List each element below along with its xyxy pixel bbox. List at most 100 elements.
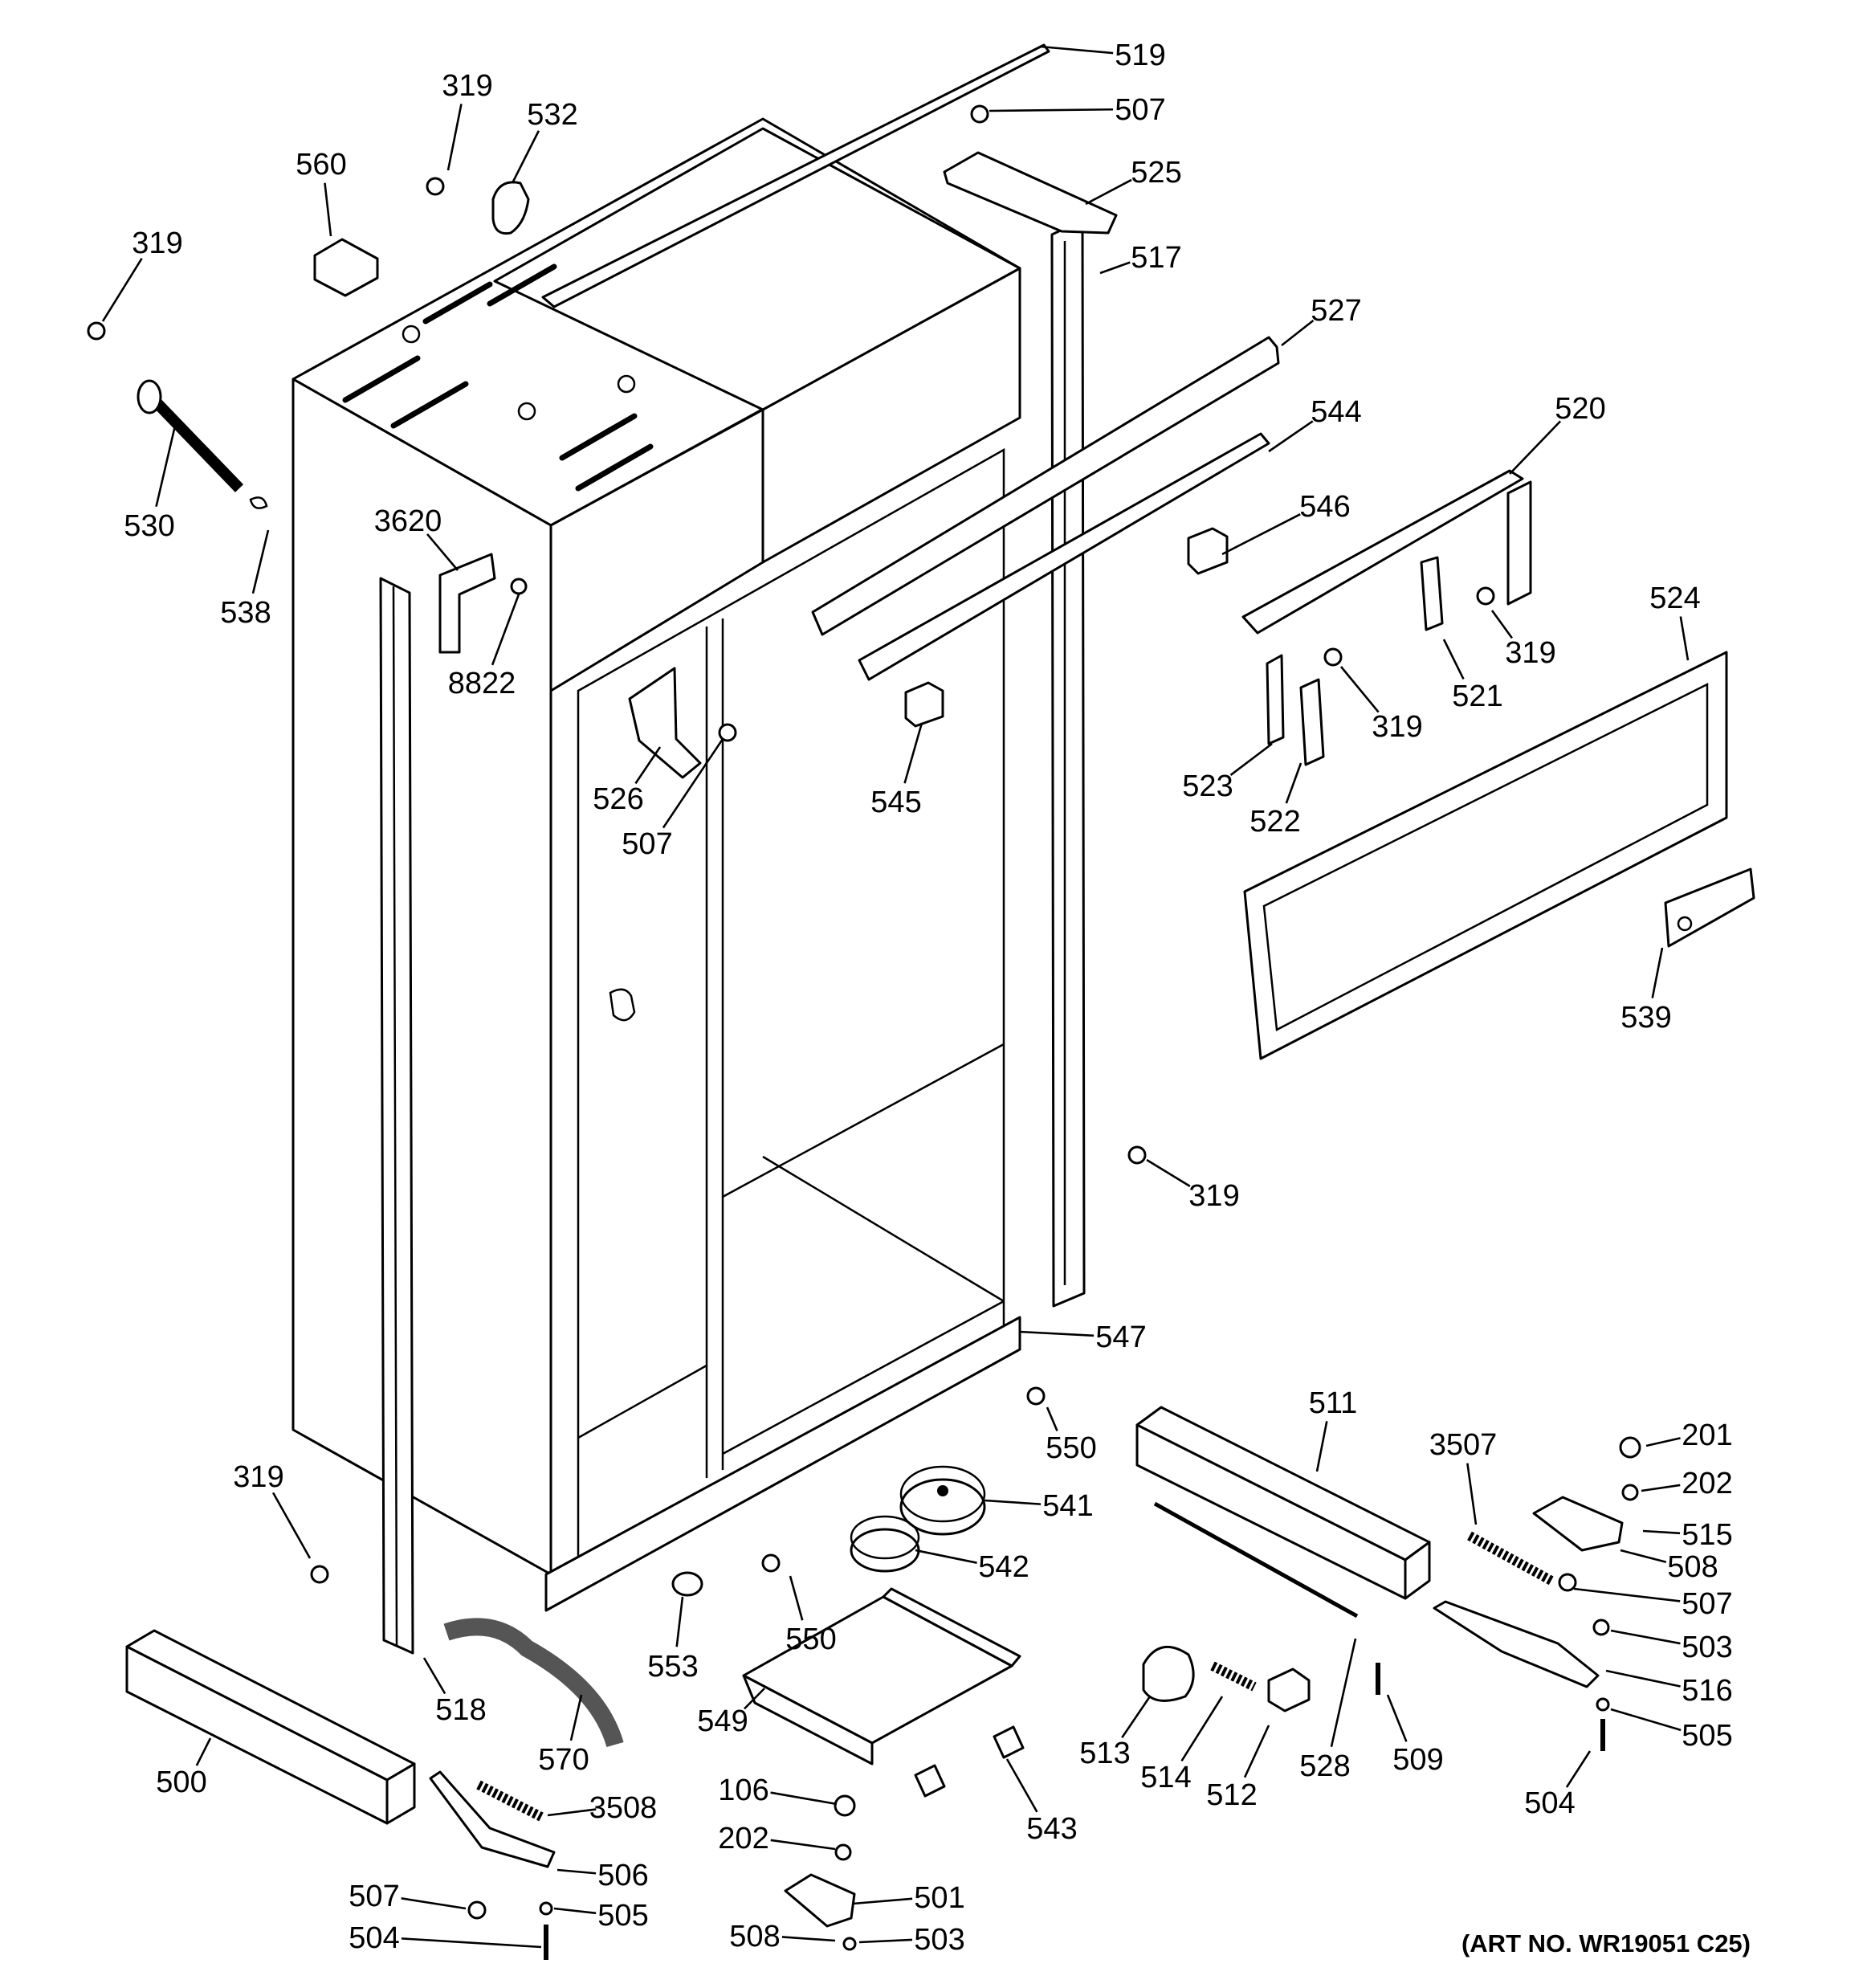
leader-line (1339, 666, 1380, 713)
callout-8822: 8822 (448, 594, 520, 700)
leader-line (852, 1897, 913, 1905)
leader-line (744, 1688, 765, 1710)
part-570-hose (443, 1618, 624, 1748)
callout-label: 202 (1682, 1467, 1732, 1500)
callout-512: 512 (1206, 1725, 1270, 1812)
pin-202-a (1621, 1484, 1639, 1501)
part-506-hinge-arm (429, 1770, 556, 1868)
callout-528: 528 (1299, 1638, 1357, 1783)
part-538-spring (249, 496, 268, 509)
callout-106: 106 (718, 1774, 838, 1807)
part-542-coil (850, 1515, 920, 1573)
leader-line (1229, 742, 1273, 776)
part-525-hinge (943, 151, 1118, 235)
callout-526: 526 (593, 746, 662, 816)
callout-560: 560 (296, 148, 347, 237)
callout-label: 523 (1182, 769, 1233, 803)
callout-label: 506 (597, 1859, 648, 1892)
callout-label: 319 (1188, 1179, 1239, 1213)
callout-506: 506 (556, 1859, 649, 1892)
leader-line (1490, 610, 1513, 639)
leader-line (1285, 762, 1302, 804)
callout-label: 547 (1095, 1321, 1146, 1354)
callout-527: 527 (1281, 294, 1362, 347)
callout-label: 508 (729, 1920, 780, 1953)
washer-106 (834, 1794, 856, 1817)
screw-507-a (970, 104, 989, 124)
callout-542: 542 (915, 1549, 1029, 1584)
callout-543: 543 (1005, 1758, 1078, 1846)
leader-line (422, 1657, 446, 1695)
leader-line (1386, 1694, 1408, 1742)
leader-line (1221, 513, 1301, 556)
leader-line (1651, 947, 1664, 998)
callout-523: 523 (1182, 742, 1273, 803)
part-518-strip (379, 577, 414, 1655)
callout-503: 503 (858, 1923, 965, 1957)
callout-525: 525 (1085, 156, 1182, 206)
leader-line (915, 1549, 977, 1564)
callout-507: 507 (622, 738, 724, 861)
callout-label: 3620 (374, 504, 442, 538)
callout-517: 517 (1099, 241, 1182, 275)
callout-545: 545 (870, 722, 923, 819)
callout-label: 319 (442, 69, 492, 103)
callout-label: 508 (1667, 1550, 1718, 1584)
callout-516: 516 (1605, 1669, 1733, 1708)
callout-522: 522 (1249, 762, 1302, 839)
callout-319: 319 (1339, 666, 1423, 744)
callout-319: 319 (101, 227, 183, 322)
callout-3507: 3507 (1429, 1428, 1497, 1525)
callout-label: 528 (1299, 1749, 1350, 1783)
part-528-rod (1153, 1501, 1359, 1619)
leader-line (781, 1936, 836, 1942)
callout-550: 550 (1046, 1406, 1097, 1465)
part-513-motor (1142, 1646, 1195, 1702)
art-number: (ART NO. WR19051 C25) (1461, 1929, 1751, 1957)
bushing-505-b (539, 1901, 553, 1916)
callout-label: 3508 (589, 1791, 658, 1825)
screw-319-d (1323, 647, 1343, 667)
callout-label: 544 (1311, 395, 1361, 429)
leader-line (1281, 320, 1315, 347)
callout-550: 550 (785, 1575, 837, 1656)
part-553-plug (671, 1571, 703, 1597)
screw-319-c (1476, 586, 1495, 606)
callout-319: 319 (442, 69, 493, 171)
part-545-block (904, 681, 944, 728)
part-501-plate (784, 1873, 856, 1928)
leader-line (903, 722, 923, 784)
screw-507-d (467, 1900, 487, 1920)
part-515-plate (1532, 1496, 1624, 1552)
callout-label: 542 (978, 1550, 1029, 1584)
leader-line (1099, 261, 1131, 275)
callout-label: 507 (622, 827, 672, 861)
callout-label: 503 (1682, 1631, 1732, 1664)
leader-line (1620, 1549, 1667, 1564)
callout-label: 550 (1046, 1431, 1096, 1465)
leader-line (1330, 1638, 1357, 1747)
leader-line (1146, 1158, 1191, 1187)
leader-line (1243, 1725, 1270, 1778)
screw-319-b (87, 321, 106, 341)
leader-line (1641, 1484, 1681, 1492)
callout-label: 504 (1524, 1786, 1575, 1820)
screw-507-b (718, 723, 737, 742)
top-vents (342, 263, 654, 492)
callout-label: 519 (1115, 39, 1165, 72)
leader-line (1565, 1750, 1592, 1788)
leader-line (989, 108, 1114, 112)
callout-label: 553 (647, 1650, 698, 1684)
cabinet-case (291, 117, 1021, 1612)
part-522-latch (1299, 678, 1325, 766)
part-3620-plate (438, 553, 496, 654)
leader-line (426, 533, 459, 571)
callout-label: 532 (527, 98, 577, 132)
leader-line (547, 1808, 597, 1817)
leader-line (1610, 1629, 1681, 1645)
leader-line (553, 1907, 597, 1915)
leader-line (1573, 1587, 1681, 1602)
leader-line (1005, 1758, 1038, 1813)
callout-544: 544 (1268, 395, 1362, 453)
callout-524: 524 (1649, 582, 1701, 661)
